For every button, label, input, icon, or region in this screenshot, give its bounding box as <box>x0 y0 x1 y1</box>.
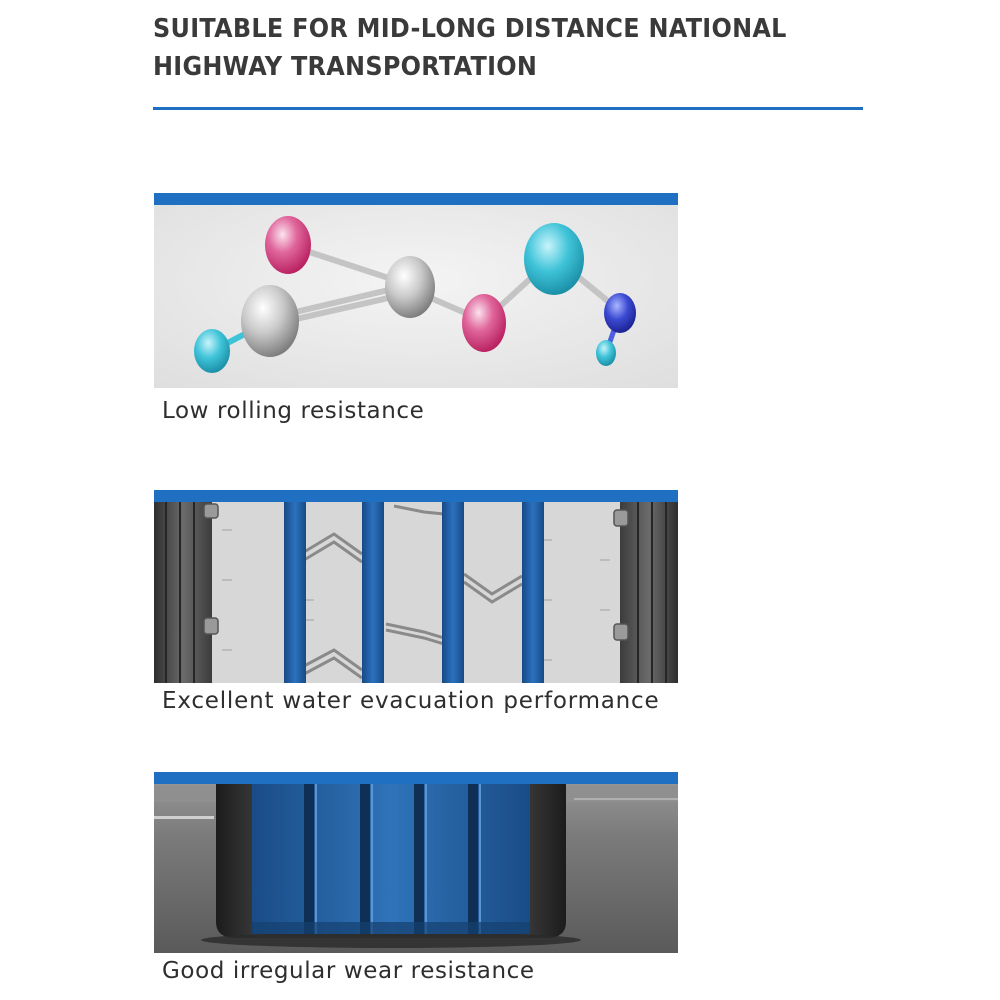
feature-caption-wear-resistance: Good irregular wear resistance <box>162 958 535 984</box>
tread-grooves-illustration <box>154 490 678 683</box>
molecule-illustration <box>154 193 678 388</box>
page-title: SUITABLE FOR MID-LONG DISTANCE NATIONAL … <box>153 10 815 86</box>
tire-contact-illustration <box>154 772 678 953</box>
feature-caption-water-evacuation: Excellent water evacuation performance <box>162 688 660 714</box>
feature-card-water-evacuation <box>154 490 678 683</box>
feature-caption-rolling-resistance: Low rolling resistance <box>162 398 425 424</box>
page-title-line-2: HIGHWAY TRANSPORTATION <box>153 52 538 82</box>
feature-card-rolling-resistance <box>154 193 678 388</box>
feature-card-wear-resistance <box>154 772 678 953</box>
page-title-line-1: SUITABLE FOR MID-LONG DISTANCE NATIONAL <box>153 14 787 44</box>
title-divider <box>153 107 863 110</box>
